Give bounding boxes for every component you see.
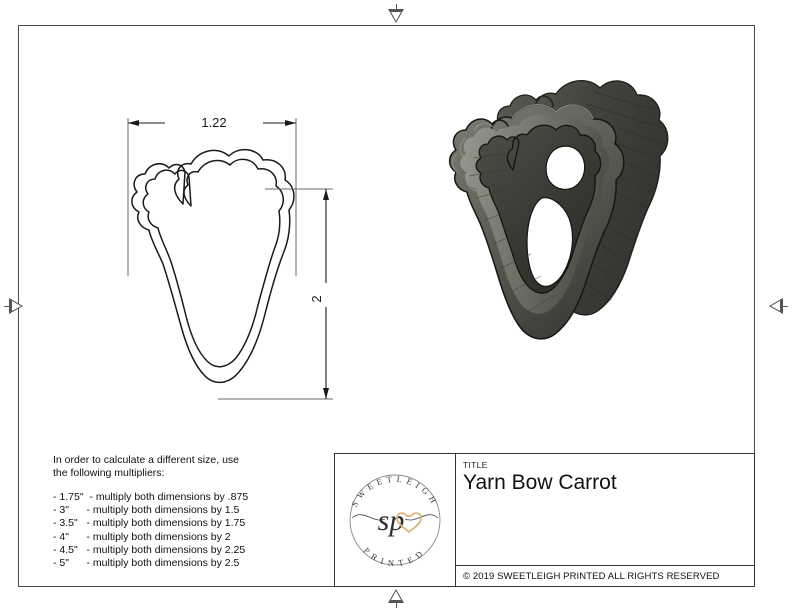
dim-arrow-right-icon bbox=[285, 120, 296, 126]
render-highlight-edge bbox=[511, 104, 594, 120]
dim-arrow-top-icon bbox=[323, 189, 329, 200]
render-view bbox=[443, 58, 678, 346]
logo-flourish-left bbox=[351, 514, 386, 521]
center-mark-bottom-inner bbox=[391, 591, 401, 600]
inner-outline-path bbox=[142, 158, 284, 368]
center-mark-left-inner bbox=[12, 301, 21, 311]
center-mark-right-stem bbox=[776, 305, 788, 307]
center-mark-top-inner bbox=[391, 12, 401, 21]
outer-outline-path bbox=[131, 148, 295, 384]
multiplier-line: - 3.5" - multiply both dimensions by 1.7… bbox=[53, 517, 246, 530]
render-scallop-edges bbox=[452, 123, 494, 192]
copyright-row: © 2019 SWEETLEIGH PRINTED ALL RIGHTS RES… bbox=[456, 565, 754, 586]
center-mark-bottom-stem bbox=[395, 596, 397, 608]
center-mark-top-stem bbox=[395, 4, 397, 16]
dim-arrow-left-icon bbox=[128, 120, 139, 126]
render-opening-top bbox=[545, 145, 586, 190]
outline-svg: 1.22 2 bbox=[127, 115, 333, 400]
title-field-value: Yarn Bow Carrot bbox=[463, 471, 617, 494]
logo-cell: SWEETLEIGH PRINTED sp bbox=[335, 454, 456, 586]
title-block: SWEETLEIGH PRINTED sp TITLE Yarn Bow Car… bbox=[334, 453, 755, 587]
render-svg bbox=[448, 80, 669, 340]
title-fields: TITLE Yarn Bow Carrot © 2019 SWEETLEIGH … bbox=[456, 454, 754, 586]
multiplier-line: - 4.5" - multiply both dimensions by 2.2… bbox=[53, 543, 246, 556]
multiplier-list: - 1.75" - multiply both dimensions by .8… bbox=[53, 491, 323, 570]
cutter-3d-body bbox=[448, 80, 669, 340]
sweetleigh-printed-logo: SWEETLEIGH PRINTED sp bbox=[349, 474, 441, 568]
notes-block: In order to calculate a different size, … bbox=[53, 454, 323, 570]
multiplier-line: - 4" - multiply both dimensions by 2 bbox=[53, 530, 231, 543]
render-opening-body bbox=[526, 197, 574, 287]
outline-view: 1.22 2 bbox=[105, 100, 355, 420]
logo-bottom-arc-text: PRINTED bbox=[362, 545, 428, 568]
title-main-cell: TITLE Yarn Bow Carrot bbox=[456, 454, 754, 565]
multiplier-line: - 5" - multiply both dimensions by 2.5 bbox=[53, 557, 240, 570]
logo-heart-icon bbox=[396, 512, 422, 534]
dimension-width-label: 1.22 bbox=[201, 115, 226, 130]
notes-intro: In order to calculate a different size, … bbox=[53, 454, 239, 479]
center-mark-left-stem bbox=[4, 305, 16, 307]
render-face-striations bbox=[468, 153, 554, 315]
dimension-height-label: 2 bbox=[309, 295, 324, 302]
dim-arrow-bottom-icon bbox=[323, 388, 329, 399]
multiplier-line: - 3" - multiply both dimensions by 1.5 bbox=[53, 504, 240, 517]
logo-monogram-text: sp bbox=[378, 504, 405, 537]
logo-outer-circle bbox=[349, 474, 441, 566]
multiplier-line: - 1.75" - multiply both dimensions by .8… bbox=[53, 491, 249, 503]
center-mark-right-inner bbox=[771, 301, 780, 311]
title-field-label: TITLE bbox=[463, 460, 488, 470]
